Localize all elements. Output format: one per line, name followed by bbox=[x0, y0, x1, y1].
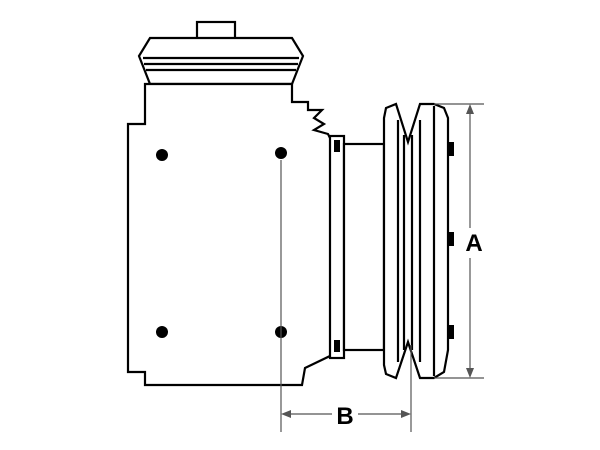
dim-b-label-bg bbox=[332, 401, 358, 429]
cylinder-head bbox=[137, 36, 305, 86]
flange-bolt-bottom bbox=[334, 340, 340, 352]
flange-bolt-top bbox=[334, 140, 340, 152]
pulley-bolt-mid bbox=[449, 232, 454, 246]
dim-b-arrow-left bbox=[281, 410, 291, 418]
pulley bbox=[382, 102, 450, 380]
mount-hole-bottom-left bbox=[156, 326, 168, 338]
dim-a-label-bg bbox=[460, 228, 486, 258]
dim-a-arrow-top bbox=[466, 104, 474, 114]
dim-a-arrow-bottom bbox=[466, 368, 474, 378]
pulley-bolt-bottom bbox=[449, 325, 454, 339]
front-flange bbox=[328, 134, 346, 360]
compressor-body bbox=[126, 82, 334, 387]
dim-label-b: B bbox=[336, 403, 353, 430]
mount-hole-top-right bbox=[275, 147, 287, 159]
mount-hole-top-left bbox=[156, 149, 168, 161]
pulley-bolt-top bbox=[449, 142, 454, 156]
dim-label-a: A bbox=[465, 230, 482, 257]
clutch-housing bbox=[342, 142, 386, 352]
dim-b-arrow-right bbox=[401, 410, 411, 418]
